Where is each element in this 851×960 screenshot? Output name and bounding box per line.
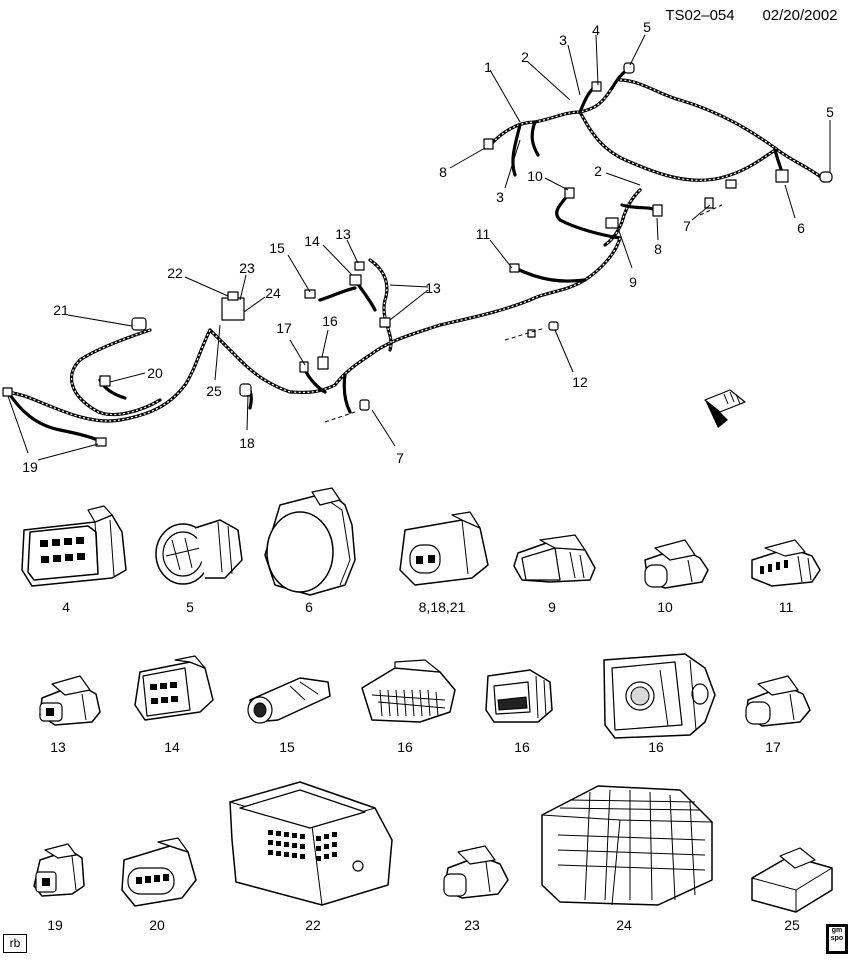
- connector-16c-label: 16: [648, 739, 664, 755]
- connector-8-18-21-label: 8,18,21: [419, 599, 466, 615]
- callout-6: 6: [797, 220, 805, 236]
- drawing-code: TS02–054: [665, 7, 734, 24]
- callout-23: 23: [239, 260, 255, 276]
- callout-16: 16: [322, 313, 338, 329]
- connector-19-icon: [33, 843, 85, 897]
- callout-11: 11: [476, 226, 491, 242]
- callout-15: 15: [269, 240, 285, 256]
- callout-3b: 3: [496, 189, 504, 205]
- connector-19-label: 19: [47, 917, 63, 933]
- connector-24-label: 24: [616, 917, 632, 933]
- connector-25-icon: [751, 847, 833, 913]
- callout-13b: 13: [425, 280, 441, 296]
- callout-2b: 2: [594, 163, 602, 179]
- connector-15-label: 15: [279, 739, 295, 755]
- connector-16a-label: 16: [397, 739, 413, 755]
- connector-6-label: 6: [305, 599, 313, 615]
- callout-2: 2: [521, 49, 529, 65]
- connector-20-label: 20: [149, 917, 165, 933]
- gm-spo-logo: gm spo: [826, 924, 848, 954]
- callout-labels: 1 2 3 4 5 5 8 3 2 10 6 7 8 9 11 13 14 13…: [22, 19, 834, 475]
- callout-7b: 7: [396, 450, 404, 466]
- callout-7: 7: [683, 218, 691, 234]
- callout-25: 25: [206, 383, 222, 399]
- connector-14-label: 14: [164, 739, 180, 755]
- connector-23-icon: [443, 845, 509, 899]
- connector-6-icon: [264, 487, 356, 596]
- connector-17-label: 17: [765, 739, 781, 755]
- connector-11-label: 11: [779, 599, 794, 615]
- callout-3: 3: [559, 32, 567, 48]
- connector-5-icon: [155, 519, 243, 585]
- callout-24: 24: [265, 285, 281, 301]
- connector-13-icon: [39, 675, 101, 726]
- front-arrow-icon: [704, 389, 746, 428]
- connector-16b-label: 16: [514, 739, 530, 755]
- callout-21: 21: [53, 302, 69, 318]
- connector-16c-icon: [603, 653, 716, 739]
- callout-14: 14: [304, 233, 320, 249]
- callout-18: 18: [239, 435, 255, 451]
- connector-25-label: 25: [784, 917, 800, 933]
- connector-15-icon: [247, 677, 331, 724]
- connector-4-icon: [21, 505, 127, 587]
- drawing-date: 02/20/2002: [762, 7, 837, 24]
- gm-logo-top: gm: [831, 927, 843, 934]
- connector-11-icon: [751, 539, 821, 587]
- connector-9-label: 9: [548, 599, 556, 615]
- callout-17: 17: [276, 320, 292, 336]
- connector-4-label: 4: [62, 599, 70, 615]
- connector-10-label: 10: [657, 599, 673, 615]
- callout-9: 9: [629, 274, 637, 290]
- connector-16a-icon: [361, 659, 456, 723]
- connector-24-icon: [541, 785, 713, 906]
- connector-20-icon: [121, 837, 197, 907]
- connector-23-label: 23: [464, 917, 480, 933]
- leader-lines: [7, 34, 831, 461]
- callout-13: 13: [335, 226, 351, 242]
- callout-5: 5: [643, 19, 651, 35]
- callout-5b: 5: [826, 104, 834, 120]
- connector-8-18-21-icon: [399, 511, 489, 586]
- callout-20: 20: [147, 365, 163, 381]
- callout-22: 22: [167, 265, 183, 281]
- callout-1: 1: [484, 59, 492, 75]
- wiring-harness: [2, 62, 833, 447]
- callout-4: 4: [592, 22, 600, 38]
- connector-9-icon: [513, 534, 596, 583]
- callout-12: 12: [572, 374, 588, 390]
- connector-5-label: 5: [186, 599, 194, 615]
- callout-8b: 8: [654, 241, 662, 257]
- callout-19: 19: [22, 459, 38, 475]
- initials-box: rb: [3, 934, 27, 953]
- callout-8: 8: [439, 164, 447, 180]
- connector-22-icon: [229, 781, 393, 906]
- connector-10-icon: [644, 539, 709, 589]
- connector-22-label: 22: [305, 917, 321, 933]
- connector-13-label: 13: [50, 739, 66, 755]
- connector-16b-icon: [485, 669, 553, 723]
- connector-14-icon: [134, 655, 214, 721]
- connector-17-icon: [745, 675, 811, 727]
- callout-10: 10: [527, 168, 543, 184]
- gm-logo-bottom: spo: [830, 935, 844, 942]
